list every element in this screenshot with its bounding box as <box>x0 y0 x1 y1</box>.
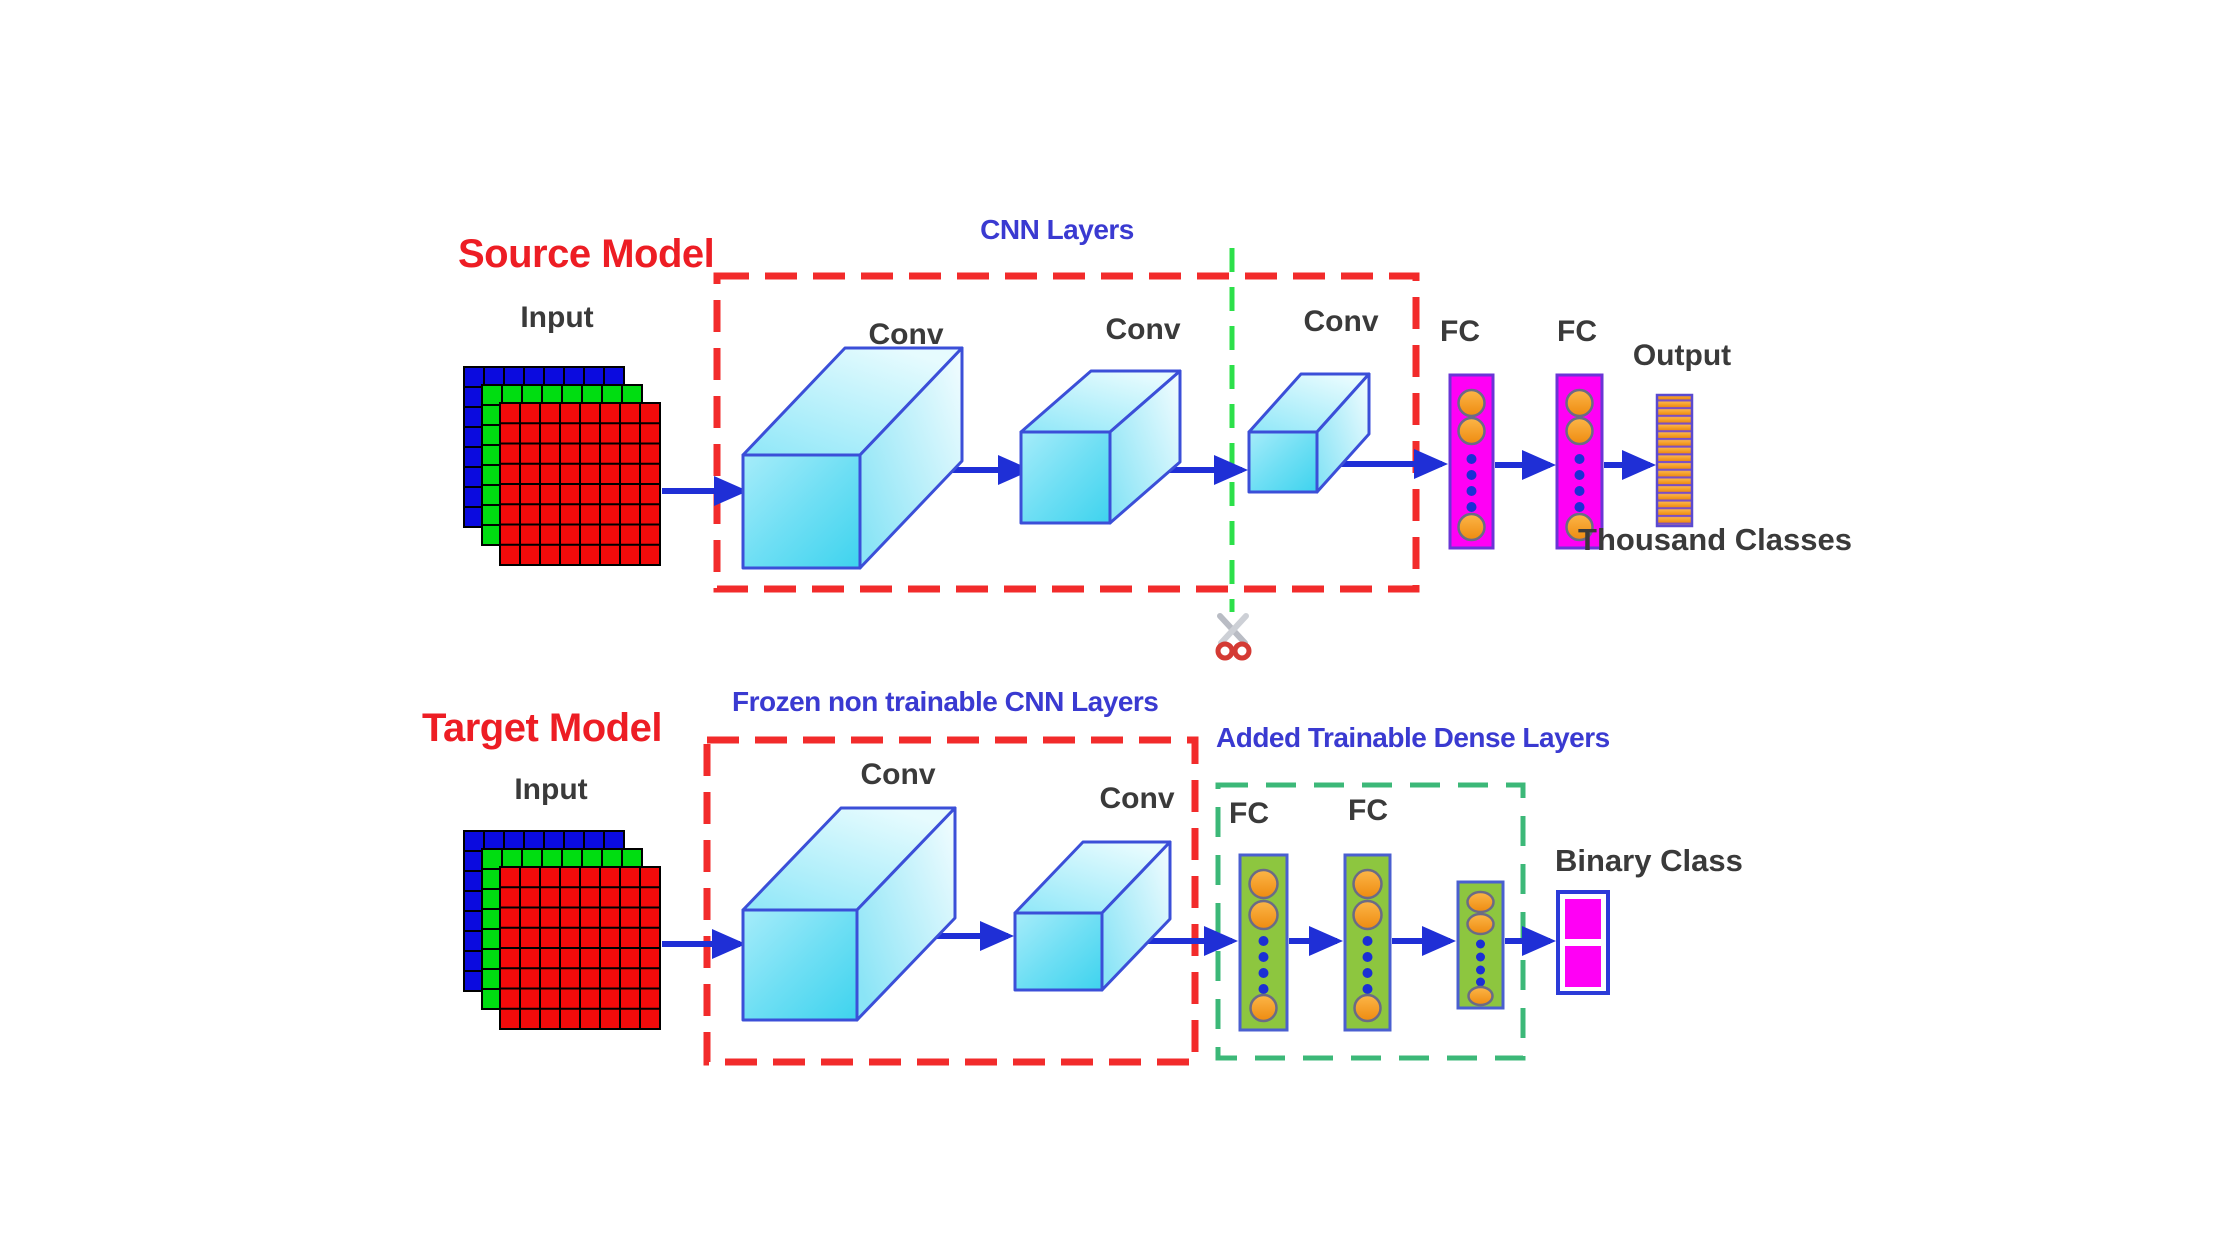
target-input-label: Input <box>514 773 588 806</box>
input-channel-red <box>499 402 661 566</box>
target-conv-label-1: Conv <box>860 758 936 791</box>
fc-layer-1 <box>1238 853 1289 1032</box>
scissors-icon <box>1215 613 1252 661</box>
source-conv-blocks <box>741 346 1371 570</box>
conv-block-1 <box>741 806 957 1022</box>
conv-block-3 <box>1247 372 1371 494</box>
fc-layer-3 <box>1456 880 1505 1010</box>
conv-block-1 <box>741 346 964 570</box>
source-cnn-dashed-box <box>713 272 1420 593</box>
source-fc-label-1: FC <box>1440 315 1480 348</box>
target-conv-label-2: Conv <box>1099 782 1175 815</box>
target-conv-blocks <box>741 806 1172 1022</box>
source-conv-label-3: Conv <box>1303 305 1379 338</box>
target-model-title: Target Model <box>422 706 662 750</box>
binary-class-cell <box>1565 899 1601 939</box>
source-model-title: Source Model <box>458 232 715 276</box>
source-fc-label-2: FC <box>1557 315 1597 348</box>
fc-layer-1 <box>1448 373 1495 550</box>
conv-block-2 <box>1019 369 1182 525</box>
binary-class-cell <box>1565 946 1601 987</box>
output-label: Output <box>1632 339 1732 372</box>
frozen-cnn-layers-label: Frozen non trainable CNN Layers <box>732 686 1159 717</box>
cnn-layers-label: CNN Layers <box>980 214 1134 245</box>
source-input-stack <box>463 366 661 566</box>
target-frozen-dashed-box <box>703 736 1199 1066</box>
fc-layer-2 <box>1343 853 1392 1032</box>
target-fc-label-1: FC <box>1229 797 1269 830</box>
binary-class-label: Binary Class <box>1555 843 1743 878</box>
source-fc-layers <box>1448 373 1604 550</box>
input-channel-red <box>499 866 661 1030</box>
target-dense-dashed-box <box>1215 782 1526 1061</box>
conv-block-2 <box>1013 840 1172 992</box>
source-input-label: Input <box>520 301 594 334</box>
target-fc-layers <box>1238 853 1505 1032</box>
target-input-stack <box>463 830 661 1030</box>
binary-class-box <box>1556 890 1610 995</box>
thousand-classes-label: Thousand Classes <box>1578 522 1852 557</box>
source-conv-label-1: Conv <box>868 318 944 351</box>
target-fc-label-2: FC <box>1348 794 1388 827</box>
fc-layer-2 <box>1555 373 1604 550</box>
added-dense-layers-label: Added Trainable Dense Layers <box>1216 722 1610 753</box>
thousand-class-output-bar <box>1655 393 1694 528</box>
source-conv-label-2: Conv <box>1105 313 1181 346</box>
